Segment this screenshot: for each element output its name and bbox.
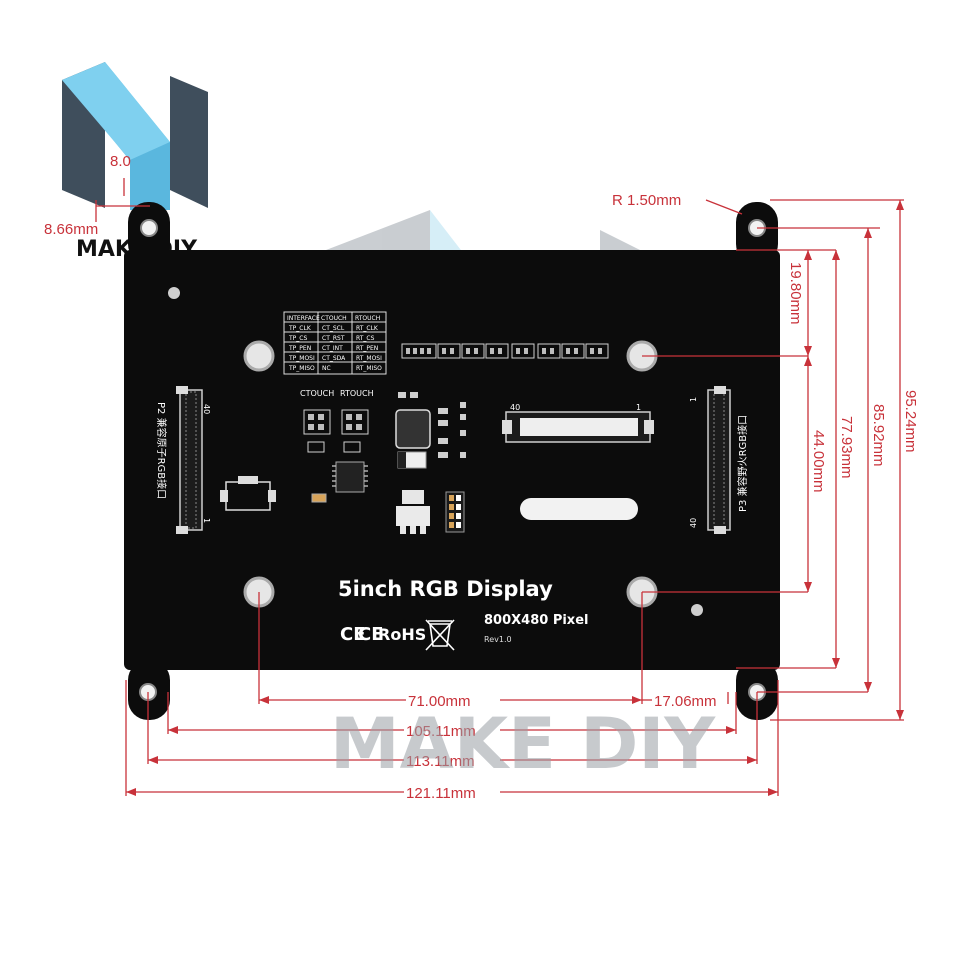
dim-hole-right: 17.06mm — [654, 693, 717, 710]
pcb-board — [124, 202, 780, 720]
left-component — [220, 476, 276, 511]
dim-inner-width: 105.11mm — [406, 723, 476, 740]
table-cell: TP_PEN — [288, 345, 311, 352]
center-fpc-connector — [502, 411, 654, 443]
ic-chip — [332, 461, 368, 493]
dimension-arrowheads — [126, 200, 904, 796]
dim-tab-width: 113.11mm — [406, 753, 475, 770]
table-cell: TP_MISO — [288, 365, 315, 372]
left-pin-40: 40 — [202, 404, 211, 414]
board-revision: Rev1.0 — [484, 635, 512, 644]
board-title: 5inch RGB Display — [338, 577, 553, 601]
pin-header-row — [401, 343, 609, 359]
table-cell: RT_MISO — [356, 365, 382, 372]
regulator — [396, 490, 430, 534]
cap-band — [398, 452, 406, 468]
table-cell: RT_MOSI — [356, 355, 382, 362]
brand-logo — [62, 62, 208, 210]
dim-total-height: 95.24mm — [902, 390, 919, 453]
fpc-pin-1: 1 — [636, 403, 641, 412]
right-fpc-connector — [707, 386, 731, 534]
table-cell: RT_CS — [356, 335, 375, 342]
table-cell: CT_SCL — [322, 325, 345, 332]
ctouch-label: CTOUCH — [300, 389, 334, 398]
dim-corner-radius: R 1.50mm — [612, 192, 681, 209]
table-header: CTOUCH — [321, 315, 347, 322]
inductor — [395, 409, 431, 449]
dim-hole-offset: 19.80mm — [787, 262, 804, 325]
table-cell: TP_CLK — [288, 325, 312, 332]
dim-inner-height: 77.93mm — [838, 416, 855, 479]
table-cell: CT_SDA — [322, 355, 346, 362]
dim-total-width: 121.11mm — [406, 785, 476, 802]
p3-connector-label: P3 兼容野火RGB接口 — [736, 415, 749, 512]
left-pin-1: 1 — [202, 518, 211, 523]
board-resolution: 800X480 Pixel — [484, 613, 588, 628]
right-pin-1: 1 — [689, 397, 698, 402]
touch-jumpers — [303, 409, 369, 453]
rtouch-label: RTOUCH — [340, 389, 374, 398]
dim-tab-height: 85.92mm — [870, 404, 887, 467]
table-cell: TP_MOSI — [288, 355, 315, 362]
table-header: RTOUCH — [355, 315, 380, 322]
dim-hole-horizontal: 71.00mm — [408, 693, 471, 710]
dim-top-left-b: 8.66mm — [44, 221, 98, 238]
fiducial-bottom — [691, 604, 703, 616]
touch-jumper-pads — [308, 414, 362, 430]
led-array — [445, 491, 465, 533]
pin-header-dots — [406, 348, 602, 354]
table-cell: TP_CS — [288, 335, 307, 342]
table-cell: RT_PEN — [356, 345, 378, 352]
weee-bin-icon — [425, 619, 455, 651]
interface-table: INTERFACE CTOUCH RTOUCH TP_CLK CT_SCL RT… — [283, 311, 387, 375]
dim-hole-vertical: 44.00mm — [810, 430, 827, 493]
rohs-mark: RoHS — [378, 625, 426, 644]
dimension-lines — [95, 178, 904, 796]
fpc-pin-40: 40 — [510, 403, 520, 412]
hole-tab-top-left — [140, 219, 158, 237]
p2-connector-label: P2 兼容原子RGB接口 — [155, 402, 168, 499]
left-fpc-connector — [176, 386, 203, 534]
smd-part — [311, 493, 327, 503]
right-pin-40: 40 — [689, 518, 698, 528]
fiducial-top — [168, 287, 180, 299]
hole-inner-top-left — [243, 340, 275, 372]
table-cell: CT_RST — [322, 335, 345, 342]
table-header: INTERFACE — [287, 315, 320, 322]
watermark-text: MAKE DIY — [330, 703, 716, 785]
flex-slot — [520, 498, 638, 520]
table-cell: RT_CLK — [356, 325, 379, 332]
dim-top-left-a: 8.0 — [110, 153, 131, 170]
ce-mark-2: CE — [358, 624, 384, 645]
table-cell: CT_INT — [322, 345, 343, 352]
small-passives — [398, 392, 466, 458]
table-cell: NC — [322, 365, 331, 372]
ce-mark: CE — [340, 624, 366, 645]
